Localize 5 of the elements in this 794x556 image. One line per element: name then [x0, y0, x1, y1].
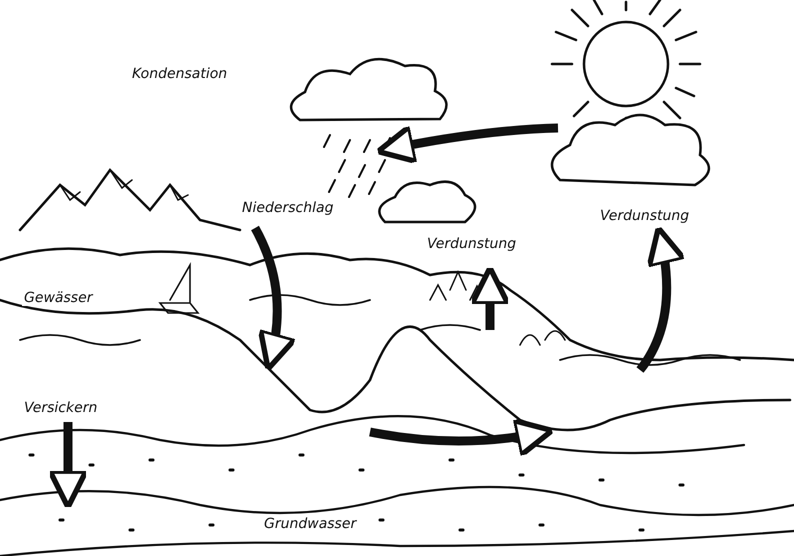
process-label: Verdunstung [598, 208, 692, 224]
process-label: Gewässer [22, 290, 94, 306]
process-label: Niederschlag [240, 200, 336, 216]
process-label: Grundwasser [262, 516, 358, 532]
process-label: Verdunstung [425, 236, 518, 252]
